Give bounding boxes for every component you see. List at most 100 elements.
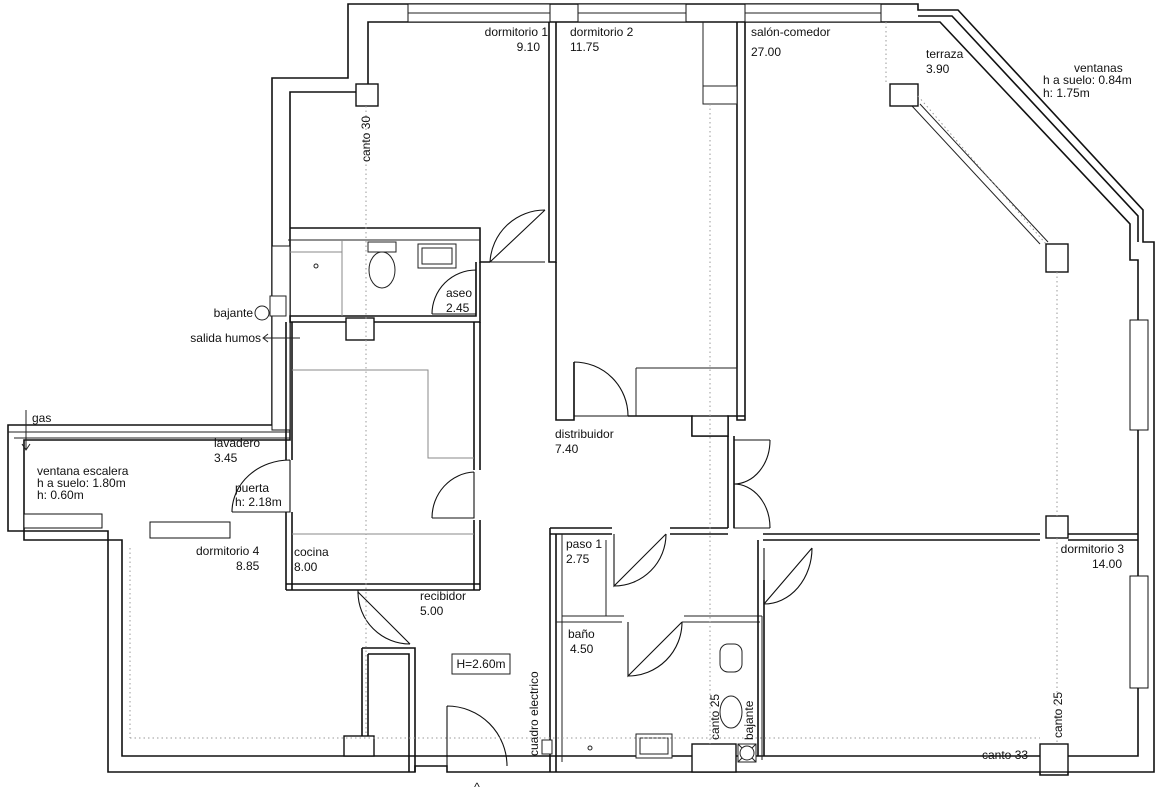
- bano-sink-basin: [639, 737, 669, 755]
- dotted-line-terraza: [917, 95, 1047, 245]
- entrance-mark: ^: [474, 780, 480, 789]
- dorm2-column: [702, 85, 738, 105]
- window-salon-east: [1129, 319, 1149, 431]
- door-recibidor: [357, 590, 411, 645]
- canto-25-bano-label: canto 25: [708, 694, 722, 740]
- canto-25-dorm3-label: canto 25: [1051, 692, 1065, 738]
- bajante-bano-circle: [739, 745, 755, 761]
- wall-paso-west: [549, 528, 557, 772]
- ventana-escalera-title: ventana escalera: [37, 464, 129, 478]
- room-aseo-name: aseo: [446, 286, 472, 300]
- salida-humos-arrow: [262, 333, 300, 343]
- room-salon-area: 27.00: [751, 45, 781, 59]
- room-aseo-area: 2.45: [446, 301, 470, 315]
- room-dormitorio2-area: 11.75: [570, 40, 599, 54]
- ventana-escalera-h-suelo: h a suelo: 1.80m: [37, 476, 126, 490]
- arrows: [21, 333, 511, 675]
- wall-dorm1-dorm2: [548, 22, 557, 263]
- gas-label: gas: [32, 411, 51, 425]
- wall-cocina-east-lower: [473, 520, 481, 590]
- column-salon: [1045, 243, 1069, 273]
- room-recibidor-name: recibidor: [420, 589, 466, 603]
- height-label: H=2.60m: [456, 657, 505, 671]
- interior-walls: [285, 22, 1138, 772]
- room-dormitorio2-name: dormitorio 2: [570, 25, 634, 39]
- room-dormitorio1-area: 9.10: [517, 40, 541, 54]
- wall-paso-inner: [556, 534, 763, 762]
- wall-dorm1-south: [290, 227, 490, 263]
- room-lavadero-area: 3.45: [214, 451, 238, 465]
- door-salon-1: [733, 439, 771, 485]
- canto-33-label: canto 33: [982, 748, 1028, 762]
- door-paso1: [613, 533, 667, 588]
- columns: [343, 83, 1069, 773]
- terrace-railing-inner: [919, 103, 1049, 243]
- room-cocina-name: cocina: [294, 545, 329, 559]
- door-dorm2: [573, 361, 629, 417]
- room-paso1-name: paso 1: [566, 537, 602, 551]
- door-entrance: [446, 705, 508, 767]
- room-recibidor-area: 5.00: [420, 604, 444, 618]
- door-aseo: [431, 269, 477, 315]
- room-dormitorio3-area: 14.00: [1092, 557, 1122, 571]
- wall-cocina-east: [473, 322, 481, 470]
- bano-drain: [587, 745, 593, 751]
- dorm2-closet: [635, 367, 738, 416]
- aseo-toilet-bowl: [368, 251, 396, 289]
- room-distribuidor-name: distribuidor: [555, 427, 614, 441]
- column-dorm4: [343, 735, 375, 757]
- service-lines: [129, 22, 1058, 744]
- bajante-bano-label: bajante: [742, 700, 756, 740]
- bajante-circle: [254, 305, 270, 321]
- room-terraza-name: terraza: [926, 47, 964, 61]
- door-bano: [627, 621, 683, 678]
- canto-30-label: canto 30: [359, 116, 373, 162]
- cuadro-electrico-box: [541, 739, 553, 755]
- aseo-sink-basin: [421, 247, 453, 265]
- room-dormitorio4-name: dormitorio 4: [196, 544, 260, 558]
- cuadro-electrico-label: cuadro electrico: [527, 671, 541, 756]
- window-dormitorio3-east: [1129, 575, 1149, 689]
- room-lavadero-name: lavadero: [214, 436, 260, 450]
- wall-paso-east: [763, 533, 1138, 541]
- wall-paso1-top: [550, 527, 728, 535]
- wall-cocina-south: [286, 583, 480, 591]
- door-dorm1: [489, 209, 546, 263]
- room-bano-area: 4.50: [570, 642, 594, 656]
- exterior-wall-outer: [7, 3, 1155, 776]
- wall-salon-door-jamb: [727, 436, 735, 528]
- terrace-parapet: [918, 15, 1139, 242]
- wall-dorm2-south: [555, 262, 575, 421]
- room-labels: dormitorio 1 9.10 dormitorio 2 11.75 sal…: [196, 25, 1124, 656]
- height-box: [451, 653, 511, 675]
- notes: ventanas h a suelo: 0.84m h: 1.75m venta…: [32, 61, 1132, 789]
- door-cocina: [431, 471, 475, 519]
- wall-dorm2-east: [736, 22, 746, 421]
- room-dormitorio1-name: dormitorio 1: [485, 25, 549, 39]
- room-dormitorio3-name: dormitorio 3: [1061, 542, 1125, 556]
- column-dorm3-south: [1039, 743, 1069, 773]
- column-bano: [691, 743, 737, 773]
- terrace-railing: [911, 105, 1041, 245]
- salida-humos-label: salida humos: [190, 331, 261, 345]
- room-paso1-area: 2.75: [566, 552, 590, 566]
- fixtures: [254, 241, 757, 763]
- room-dormitorio4-area: 8.85: [236, 559, 260, 573]
- door-salon-2: [733, 483, 771, 529]
- door-dorm3: [763, 547, 813, 606]
- windows: [23, 3, 1149, 689]
- wall-dorm3-west: [757, 540, 765, 756]
- room-terraza-area: 3.90: [926, 62, 950, 76]
- wall-recibidor-west: [361, 647, 416, 772]
- ventana-escalera-h: h: 0.60m: [37, 488, 84, 502]
- room-salon-name: salón-comedor: [751, 25, 830, 39]
- room-cocina-area: 8.00: [294, 560, 318, 574]
- room-distribuidor-area: 7.40: [555, 442, 579, 456]
- column-cocina: [345, 317, 375, 341]
- cocina-counter: [292, 369, 474, 459]
- bano-toilet: [719, 695, 743, 729]
- wall-cocina-west: [285, 322, 293, 590]
- bajante-label: bajante: [214, 306, 254, 320]
- exterior-walls: [7, 3, 1155, 776]
